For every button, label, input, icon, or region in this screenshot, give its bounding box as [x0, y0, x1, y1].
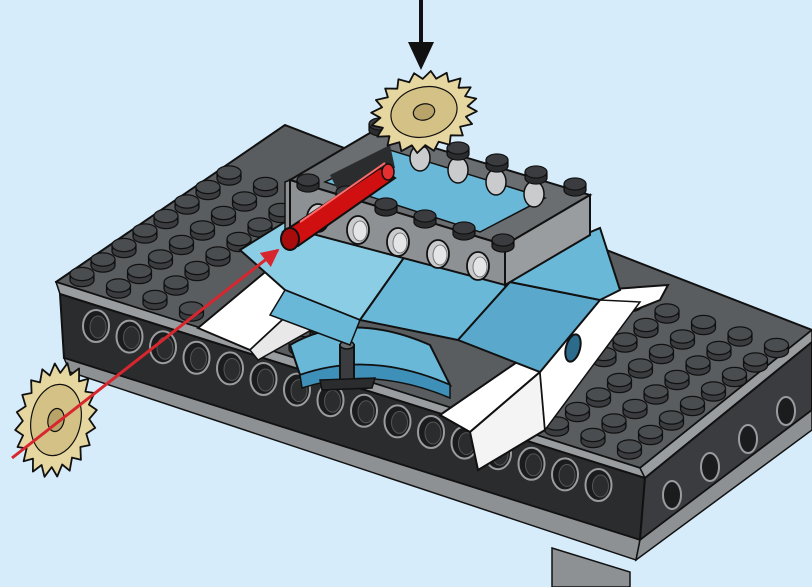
- technic-hole: [447, 156, 469, 184]
- stud: [669, 329, 696, 350]
- stud: [485, 153, 509, 173]
- stud: [491, 233, 515, 253]
- insert-arrow-icon: [11, 248, 280, 460]
- stud: [564, 401, 591, 423]
- stud: [612, 332, 638, 353]
- stud: [727, 326, 753, 347]
- stud: [627, 358, 654, 379]
- stud: [69, 266, 95, 288]
- stud: [664, 369, 690, 391]
- stud: [616, 439, 643, 460]
- stud: [147, 249, 174, 270]
- down-arrow-icon: [408, 0, 434, 70]
- stud: [622, 398, 648, 420]
- stud: [126, 263, 153, 285]
- stud: [654, 303, 680, 324]
- stud: [685, 355, 711, 376]
- stud: [700, 381, 727, 402]
- technic-hole: [700, 452, 720, 482]
- stud: [168, 234, 195, 256]
- stud: [543, 416, 570, 437]
- stud: [633, 317, 659, 339]
- stud: [413, 209, 437, 229]
- stud: [210, 205, 237, 227]
- technic-hole: [523, 180, 545, 208]
- tan-gear-loose: [14, 362, 98, 478]
- black-axle-pin: [319, 340, 377, 391]
- stud: [637, 424, 664, 446]
- gray-technic-frame: [284, 117, 593, 287]
- dark-technic-brick-right: [551, 340, 812, 587]
- stud: [763, 337, 790, 359]
- stud: [90, 252, 116, 273]
- stud: [163, 275, 189, 296]
- stud: [648, 343, 675, 365]
- stud: [690, 314, 717, 336]
- stud: [142, 289, 168, 311]
- stud: [679, 395, 706, 417]
- stud: [132, 223, 158, 244]
- stud: [580, 427, 606, 449]
- stud: [252, 176, 279, 198]
- stud: [374, 197, 398, 217]
- stud: [105, 278, 132, 299]
- stud: [606, 372, 633, 394]
- stud: [111, 237, 137, 259]
- tan-gear-top: [370, 70, 478, 154]
- red-axle-connector: [280, 162, 397, 251]
- dark-technic-brick-front: [58, 292, 647, 561]
- stud: [721, 366, 748, 388]
- stud: [563, 177, 587, 197]
- stud: [189, 220, 216, 241]
- stud: [585, 387, 612, 408]
- stud: [601, 413, 627, 434]
- stud: [184, 260, 210, 282]
- stud: [706, 340, 732, 362]
- stud: [205, 246, 231, 267]
- technic-hole: [485, 168, 507, 196]
- stud: [742, 352, 769, 373]
- stud: [153, 208, 179, 230]
- stud: [658, 410, 685, 431]
- stud: [231, 191, 258, 212]
- stud: [524, 165, 548, 185]
- technic-hole: [776, 396, 796, 426]
- stud: [216, 165, 242, 186]
- technic-hole: [662, 480, 682, 510]
- stud: [643, 384, 669, 405]
- technic-hole: [738, 424, 758, 454]
- stud: [195, 179, 221, 201]
- stud: [174, 194, 200, 215]
- stud: [296, 173, 320, 193]
- stud: [446, 141, 470, 161]
- stud: [452, 221, 476, 241]
